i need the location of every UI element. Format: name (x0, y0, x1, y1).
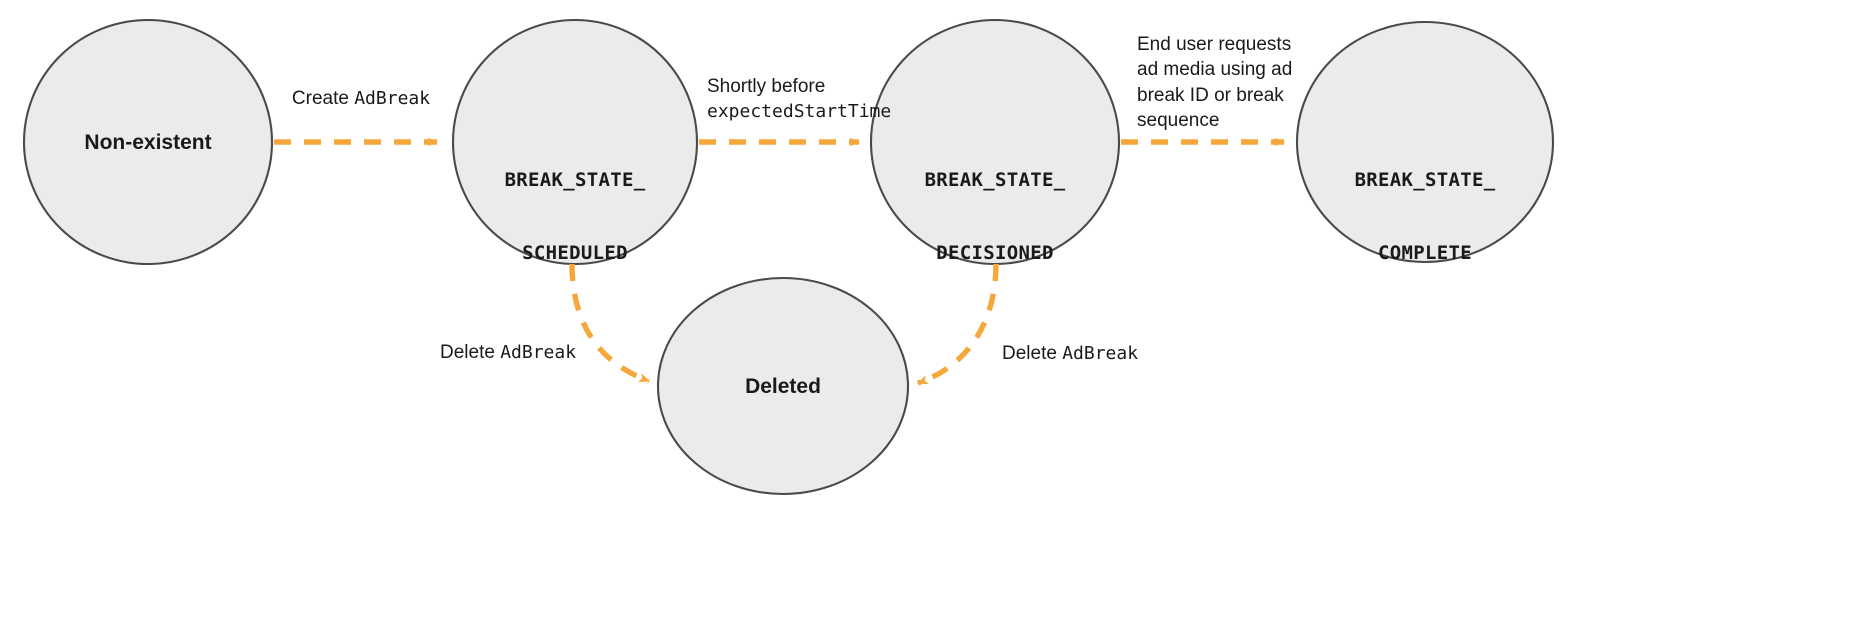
edge-paths (274, 137, 1286, 386)
node-shape-break-state-decisioned[interactable] (869, 18, 1121, 266)
node-shape-non-existent[interactable] (22, 18, 274, 266)
node-shape-break-state-complete[interactable] (1295, 20, 1555, 264)
edge-delete-adbreak-from-scheduled[interactable] (569, 263, 651, 384)
node-shape-deleted[interactable] (656, 276, 910, 496)
node-shape-break-state-scheduled[interactable] (451, 18, 699, 266)
edge-delete-adbreak-from-decisioned[interactable] (916, 263, 999, 386)
node-shapes (22, 18, 1555, 496)
